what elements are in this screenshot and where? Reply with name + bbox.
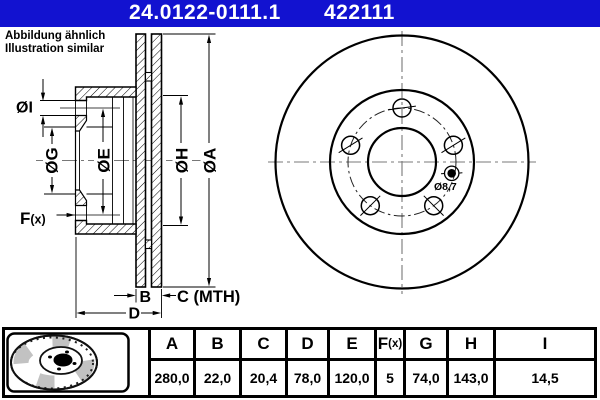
center-bore-circle [366, 126, 438, 198]
table-header-a: A [148, 330, 193, 361]
table-value-g: 74,0 [403, 361, 446, 395]
table-value-h: 143,0 [446, 361, 493, 395]
table-header-d: D [285, 330, 327, 361]
table-value-i: 14,5 [493, 361, 594, 395]
side-section-view [36, 33, 218, 288]
hat-ring-circle [328, 88, 476, 236]
reference-number: 422111 [324, 1, 395, 24]
note-line-en: Illustration similar [5, 42, 105, 55]
table-value-c: 20,4 [239, 361, 285, 395]
part-number: 24.0122-0111.1 [129, 1, 281, 24]
title-bar: 24.0122-0111.1 422111 [0, 0, 600, 27]
dimension-labels: ØI ØG ØE ØH ØA F(x) B C (MTH) D [16, 100, 240, 323]
front-view [268, 31, 536, 294]
label-f: F(x) [20, 209, 46, 228]
table-value-e: 120,0 [327, 361, 374, 395]
label-b: B [140, 289, 152, 306]
similarity-note: Abbildung ähnlich Illustration similar [5, 30, 105, 55]
table-header-i: I [493, 330, 594, 361]
disc-3d-icon [10, 334, 98, 391]
table-header-h: H [446, 330, 493, 361]
hat-face-block-top [74, 114, 88, 132]
label-small-hole: Ø8,7 [434, 181, 457, 193]
table-header-c: C [239, 330, 285, 361]
vent-rib-bottom [144, 239, 153, 250]
hat-flange-top [74, 86, 137, 102]
table-header-fx: F(x) [374, 330, 403, 361]
label-diameter-e: ØE [95, 148, 114, 173]
dimension-table: A B C D E F(x) G H I 280,0 22,0 20,4 78,… [2, 327, 597, 398]
label-diameter-g: ØG [43, 147, 62, 173]
label-c-mth: C (MTH) [177, 288, 240, 306]
outer-diameter-circle [274, 34, 530, 290]
table-value-a: 280,0 [148, 361, 193, 395]
disc-thumbnail [6, 332, 130, 393]
label-diameter-i: ØI [16, 100, 33, 117]
table-value-d: 78,0 [285, 361, 327, 395]
label-diameter-h: ØH [173, 148, 192, 174]
disc-plate-right [150, 33, 163, 288]
vent-rib-top [144, 71, 153, 82]
table-header-g: G [403, 330, 446, 361]
note-line-de: Abbildung ähnlich [5, 30, 106, 42]
disc-thumbnail-cell [5, 330, 148, 395]
label-diameter-a: ØA [201, 148, 220, 174]
bolt-hole-axis-ticks [338, 105, 466, 216]
disc-plate-left [135, 33, 147, 288]
table-value-fx: 5 [374, 361, 403, 395]
table-value-b: 22,0 [193, 361, 239, 395]
table-header-e: E [327, 330, 374, 361]
bolt-holes [340, 98, 464, 216]
label-d: D [129, 306, 141, 323]
dimension-lines [40, 33, 216, 318]
small-hole-8-7 [440, 165, 463, 182]
hat-flange-bottom [74, 219, 137, 235]
label-backings [43, 142, 218, 179]
hat-face-block-bottom [74, 189, 88, 207]
table-header-b: B [193, 330, 239, 361]
